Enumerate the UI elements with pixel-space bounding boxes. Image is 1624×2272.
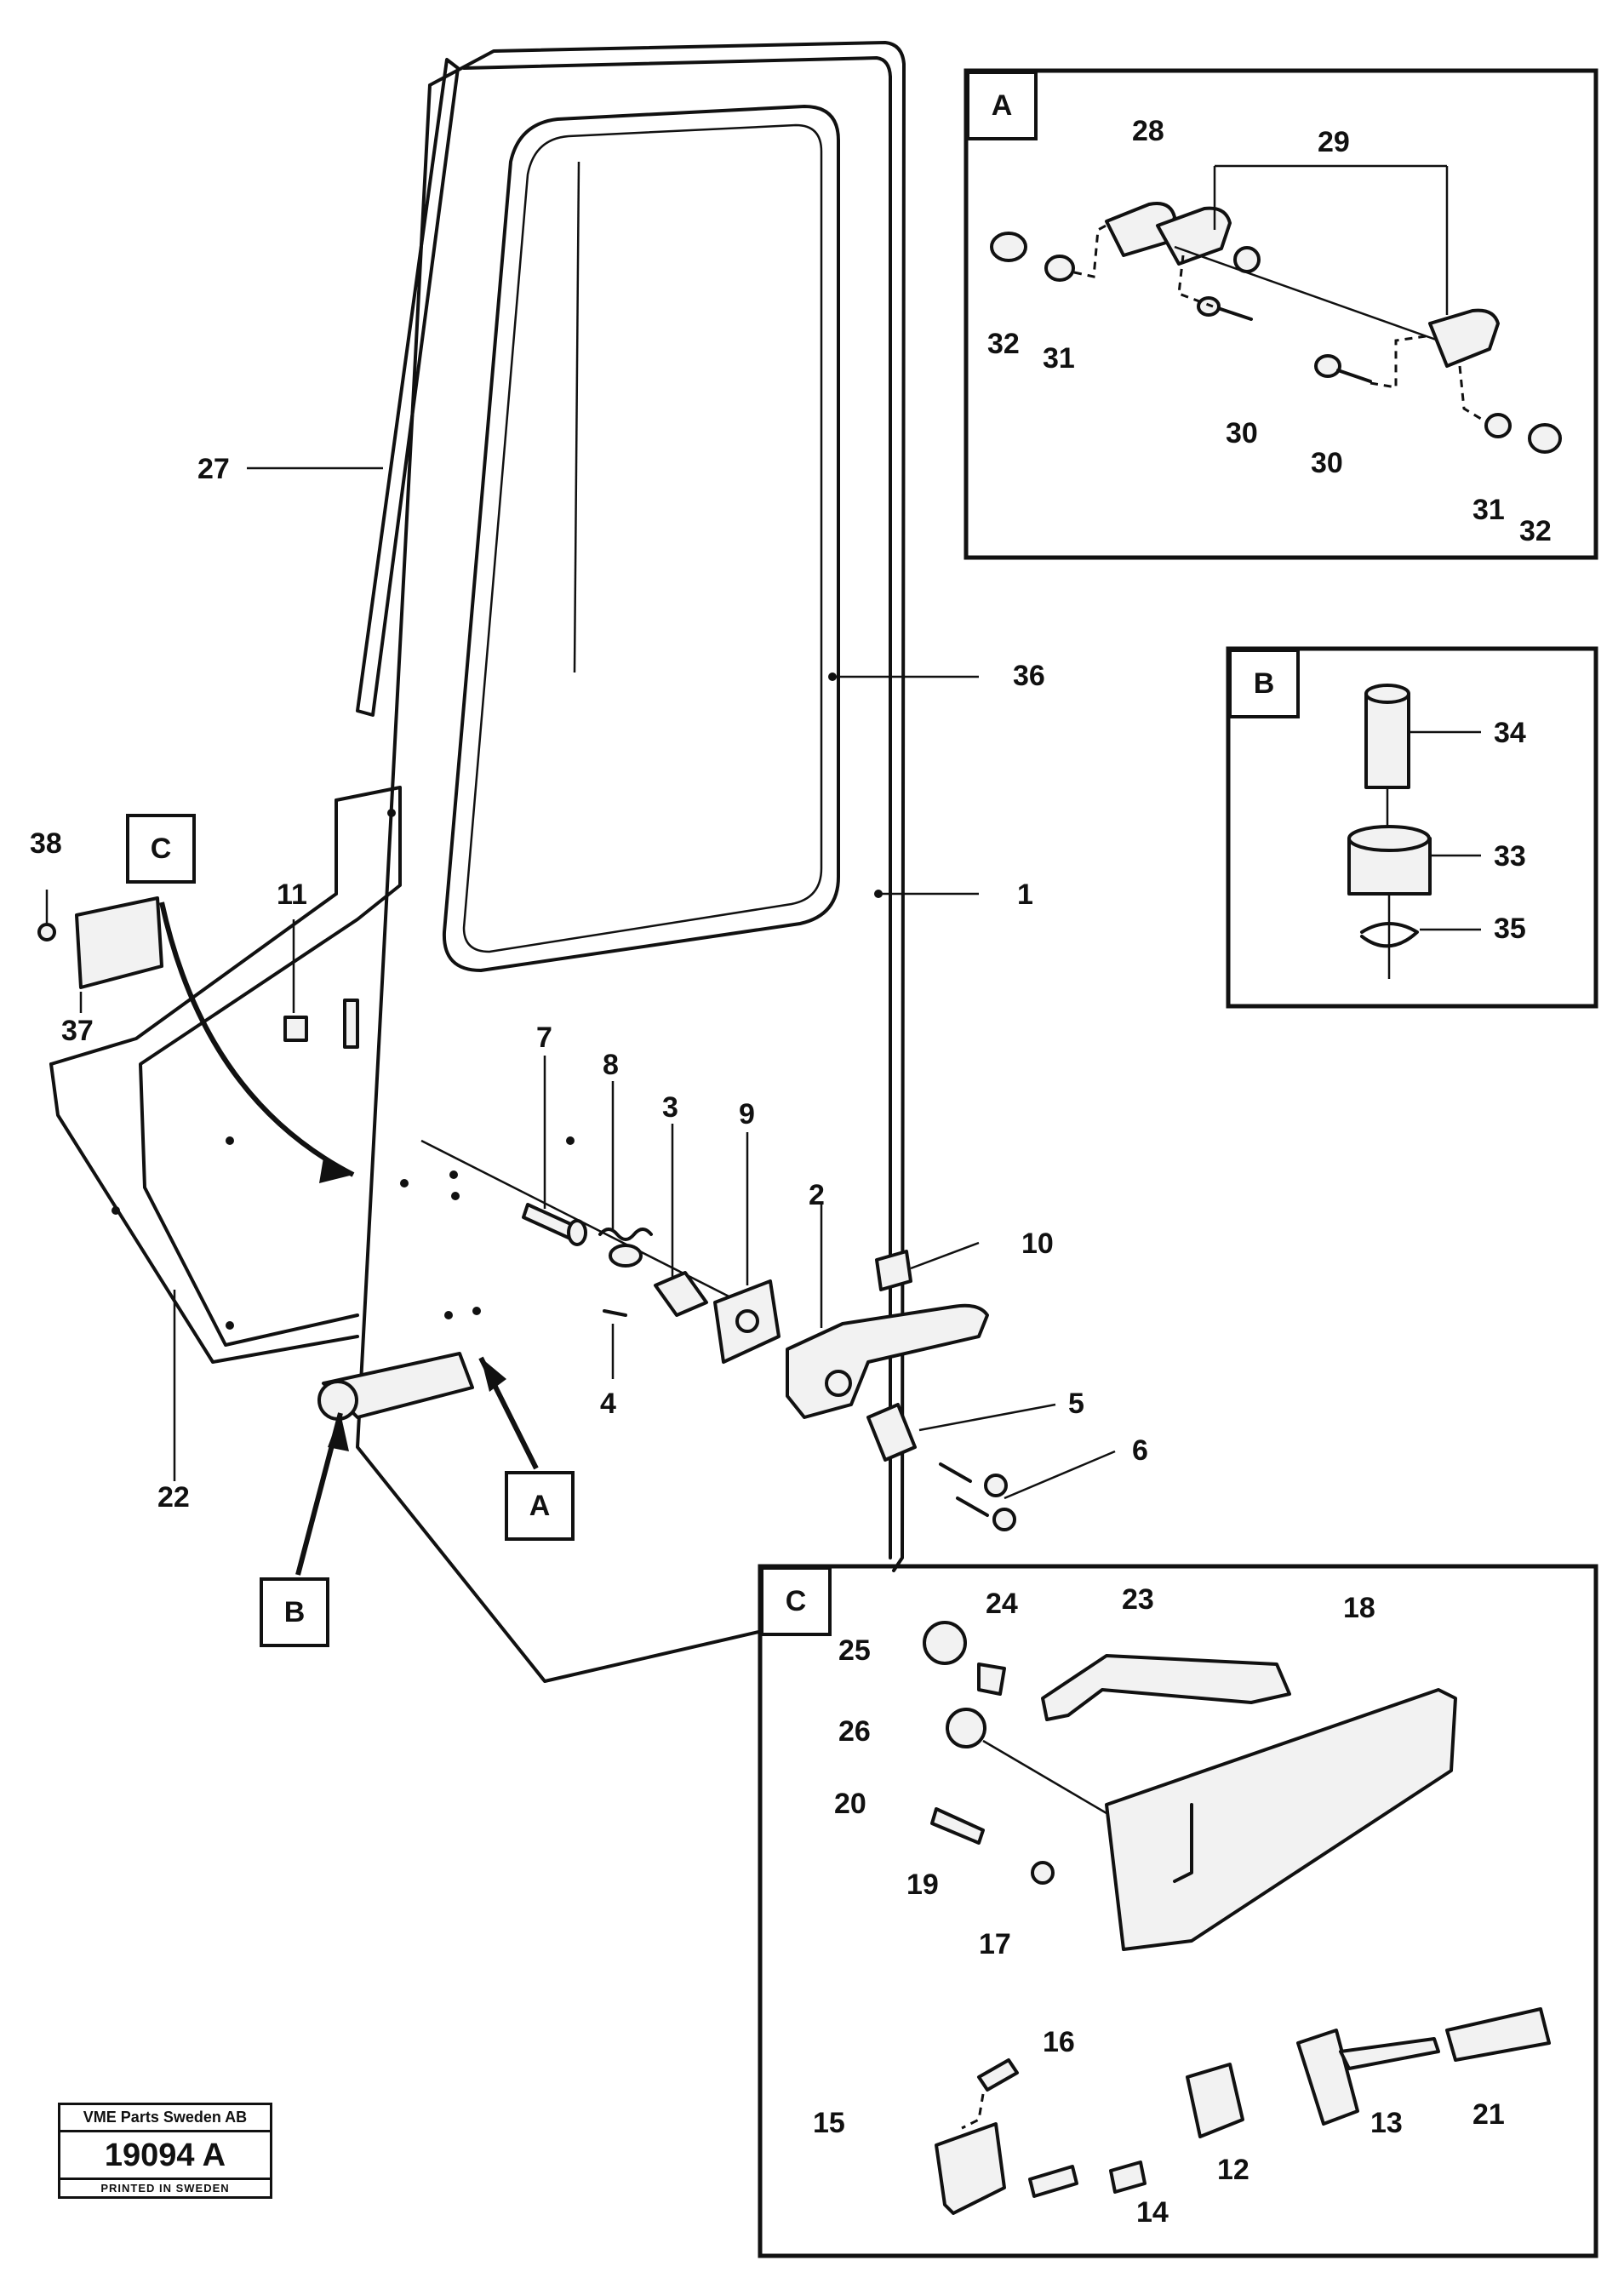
detail-tag-c: C: [786, 1585, 807, 1617]
callout-23: 23: [1122, 1583, 1154, 1616]
callout-1: 1: [1017, 878, 1033, 911]
callout-33: 33: [1494, 840, 1526, 873]
pointer-tag-b: B: [284, 1596, 306, 1628]
pointer-tag-a: A: [529, 1490, 551, 1522]
callout-numbers: 1 2 3 4 5 6 7 8 9 10 11 12 13 14 15 16 1…: [30, 115, 1552, 2229]
callout-5: 5: [1068, 1388, 1084, 1420]
callout-24: 24: [986, 1588, 1018, 1620]
callout-11: 11: [277, 878, 307, 911]
detail-pointers: [159, 901, 539, 1576]
callout-21: 21: [1472, 2098, 1505, 2131]
detail-b: [1226, 646, 1598, 1009]
callout-31-a: 31: [1043, 342, 1075, 375]
callout-31-b: 31: [1472, 494, 1505, 526]
callout-14: 14: [1136, 2196, 1169, 2229]
door-pocket-tray: [49, 786, 402, 1481]
callout-8: 8: [603, 1049, 619, 1081]
callout-30-a: 30: [1226, 417, 1258, 449]
callout-26: 26: [838, 1715, 871, 1748]
cab-door: [317, 41, 906, 1683]
detail-a: [964, 68, 1598, 560]
stamp-drawing-number: 19094 A: [104, 2138, 226, 2173]
callout-32-b: 32: [1519, 515, 1552, 547]
callout-25: 25: [838, 1634, 871, 1667]
callout-leaders: [45, 466, 1116, 1500]
detail-tag-b: B: [1254, 667, 1275, 700]
callout-35: 35: [1494, 913, 1526, 945]
callout-16: 16: [1043, 2026, 1075, 2058]
callout-27: 27: [197, 453, 230, 485]
title-stamp: VME Parts Sweden AB 19094 A PRINTED IN S…: [58, 2103, 272, 2199]
callout-28: 28: [1132, 115, 1164, 147]
callout-15: 15: [813, 2107, 845, 2139]
callout-29: 29: [1318, 126, 1350, 158]
detail-c: [758, 1564, 1598, 2258]
callout-19: 19: [906, 1869, 939, 1901]
callout-36: 36: [1013, 660, 1045, 692]
callout-10: 10: [1021, 1228, 1054, 1260]
callout-9: 9: [739, 1098, 755, 1130]
detail-tag-a: A: [992, 89, 1013, 122]
callout-12: 12: [1217, 2154, 1249, 2186]
callout-20: 20: [834, 1788, 866, 1820]
callout-22: 22: [157, 1481, 190, 1514]
callout-6: 6: [1132, 1434, 1148, 1467]
callout-38: 38: [30, 827, 62, 860]
handle-assembly: [37, 896, 1016, 1531]
callout-4: 4: [600, 1388, 616, 1420]
callout-32-a: 32: [987, 328, 1020, 360]
callout-2: 2: [809, 1179, 825, 1211]
stamp-printed: PRINTED IN SWEDEN: [60, 2178, 270, 2196]
callout-37: 37: [61, 1015, 94, 1047]
stamp-company: VME Parts Sweden AB: [60, 2105, 270, 2132]
callout-13: 13: [1370, 2107, 1403, 2139]
callout-30-b: 30: [1311, 447, 1343, 479]
callout-34: 34: [1494, 717, 1526, 749]
callout-3: 3: [662, 1091, 678, 1124]
callout-7: 7: [536, 1022, 552, 1054]
pointer-tag-c: C: [151, 833, 172, 865]
callout-18: 18: [1343, 1592, 1375, 1624]
callout-17: 17: [979, 1928, 1011, 1960]
detail-tags: A B C C A B: [126, 89, 1275, 1647]
